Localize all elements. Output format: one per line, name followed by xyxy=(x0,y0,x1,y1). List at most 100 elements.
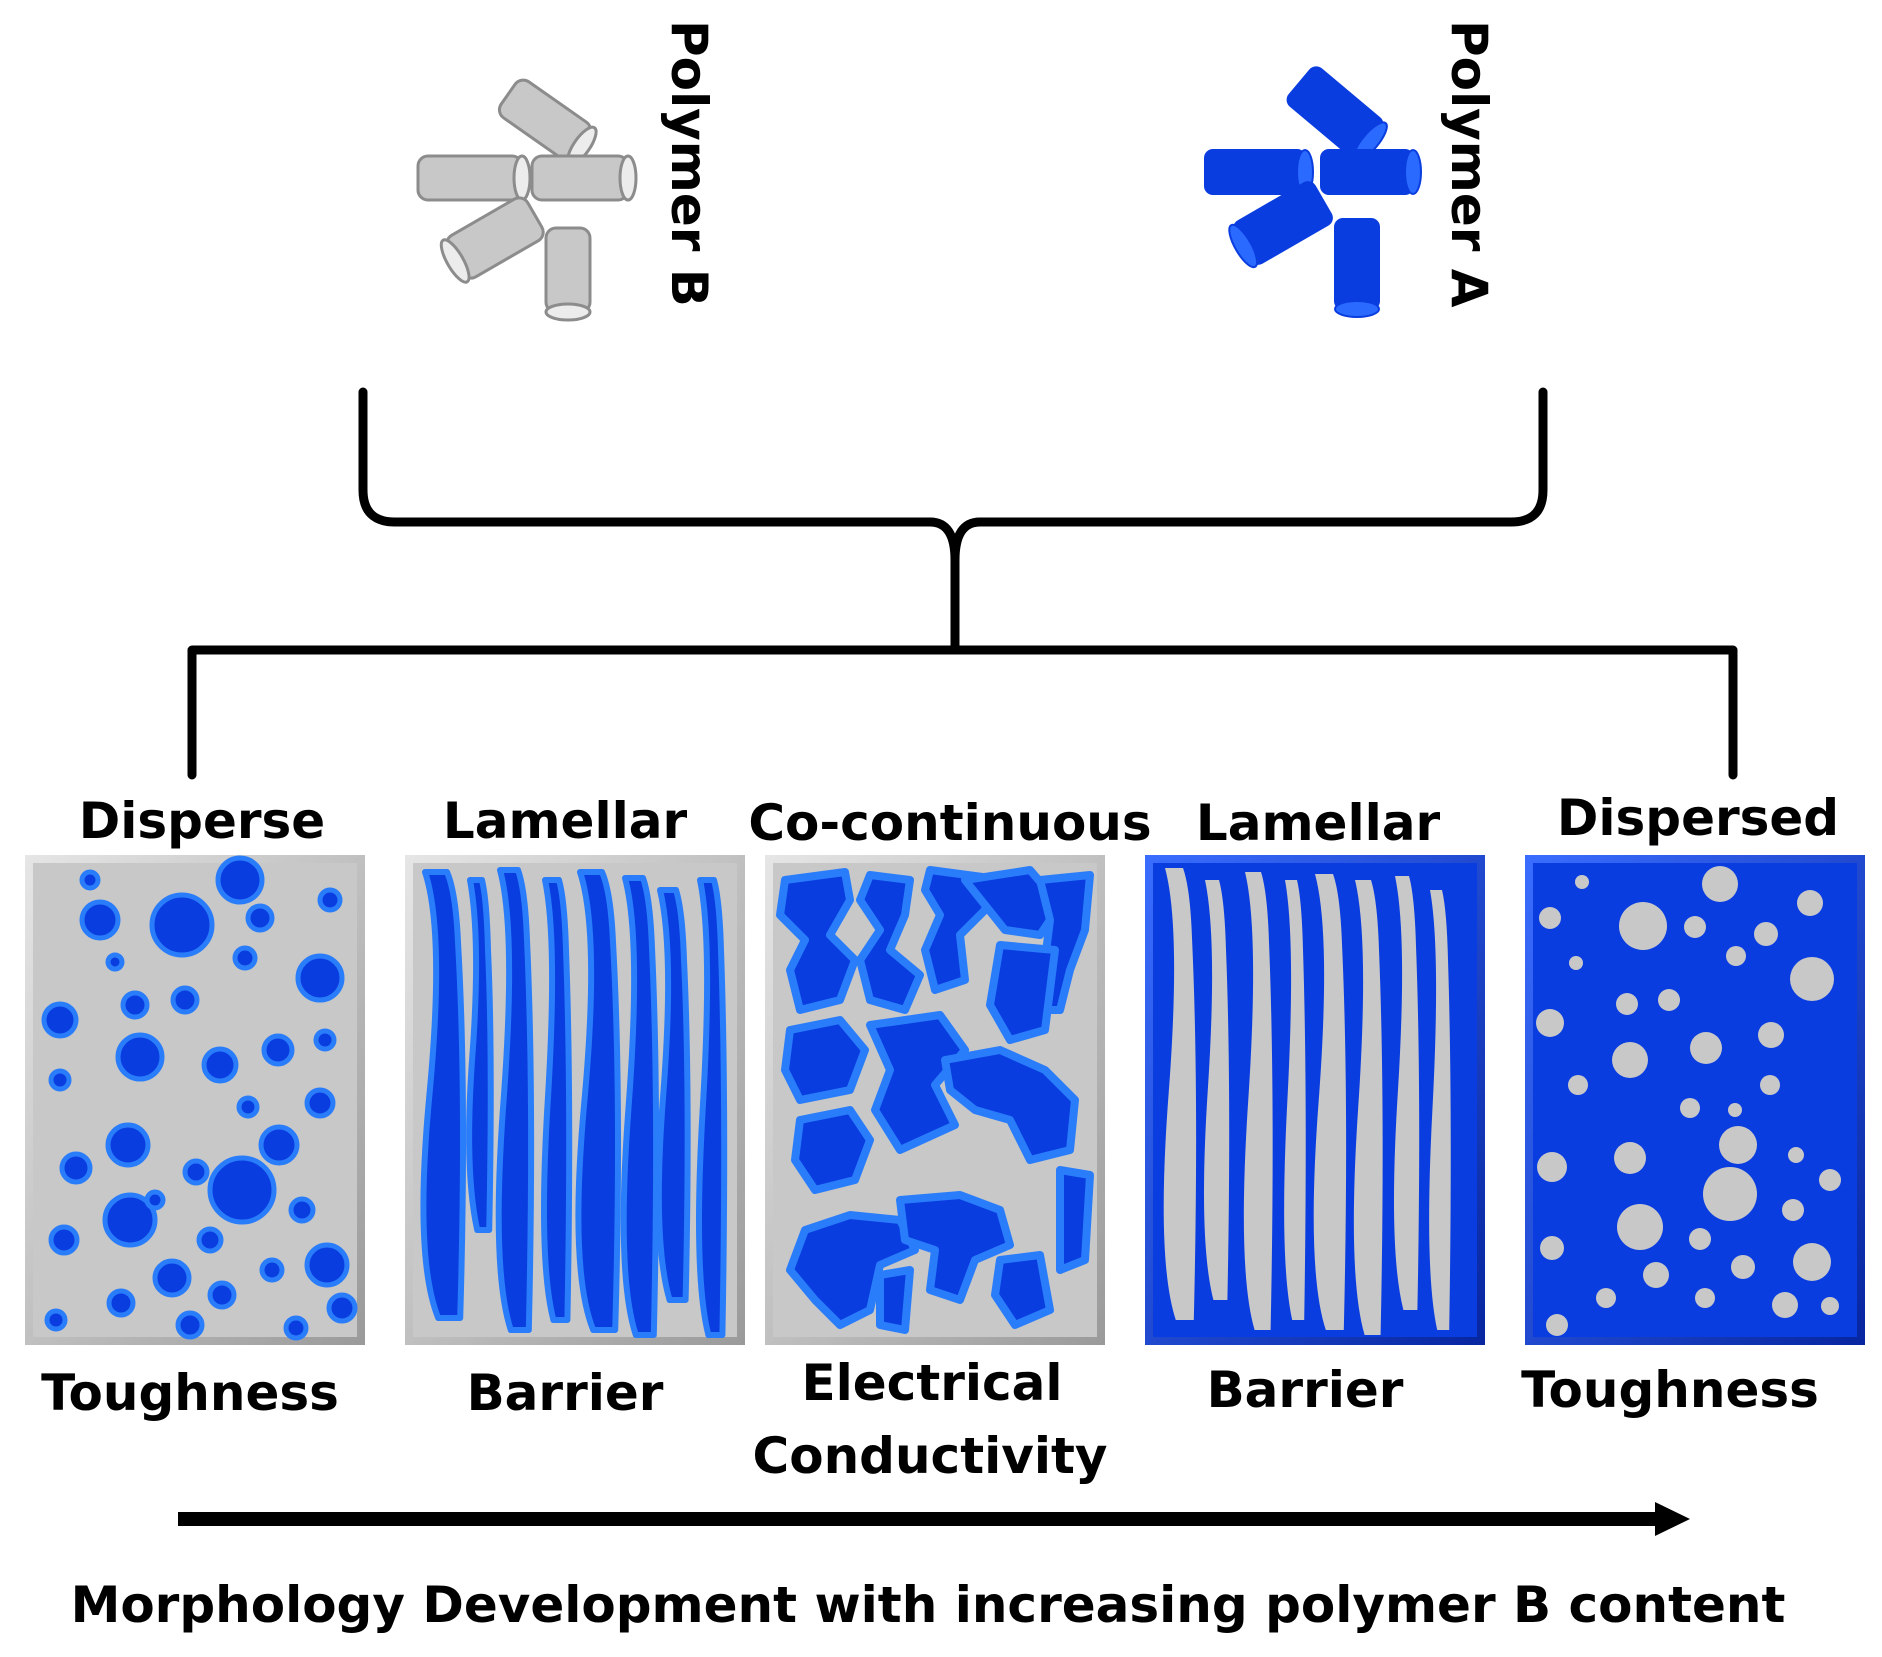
droplet xyxy=(1546,1314,1568,1336)
droplet xyxy=(304,1087,336,1119)
lamella xyxy=(420,869,467,1321)
droplet xyxy=(1726,946,1746,966)
droplet xyxy=(1680,1098,1700,1118)
lamella xyxy=(1284,880,1306,1320)
droplet xyxy=(232,945,258,971)
droplet xyxy=(1728,1103,1742,1117)
droplet xyxy=(1684,916,1706,938)
droplet xyxy=(288,1196,316,1224)
droplet xyxy=(1790,957,1834,1001)
property-conductivity: Conductivity xyxy=(753,1427,1108,1485)
droplet xyxy=(41,1001,79,1039)
droplet xyxy=(44,1308,68,1332)
panel-disperse xyxy=(25,855,365,1345)
droplet xyxy=(1760,1075,1780,1095)
droplet xyxy=(317,887,343,913)
lamella xyxy=(1313,874,1347,1330)
property-barrier-2: Barrier xyxy=(1207,1361,1404,1419)
droplet xyxy=(1690,1032,1722,1064)
lamella xyxy=(620,875,660,1338)
droplet xyxy=(1540,1236,1564,1260)
droplet xyxy=(1575,875,1589,889)
figure-caption: Morphology Development with increasing p… xyxy=(71,1576,1786,1634)
droplet xyxy=(1754,922,1778,946)
droplet xyxy=(1819,1169,1841,1191)
droplet xyxy=(207,1155,277,1225)
droplet xyxy=(1658,989,1680,1011)
lamella xyxy=(1203,880,1230,1300)
droplet xyxy=(1536,1009,1564,1037)
droplet xyxy=(1821,1297,1839,1315)
polymer-a-pellets-icon xyxy=(1204,66,1422,318)
droplet xyxy=(1689,1228,1711,1250)
droplet xyxy=(1793,1243,1831,1281)
droplet xyxy=(1619,902,1667,950)
droplet xyxy=(326,1292,358,1324)
phase-title-lamellar-2: Lamellar xyxy=(1196,794,1441,852)
droplet xyxy=(236,1095,260,1119)
droplet xyxy=(79,899,121,941)
lamella xyxy=(575,869,622,1333)
droplet xyxy=(1782,1199,1804,1221)
droplet xyxy=(1614,1142,1646,1174)
phase-title-disperse: Disperse xyxy=(79,792,325,850)
property-electrical: Electrical xyxy=(801,1354,1062,1412)
droplet xyxy=(196,1226,224,1254)
panel-co-continuous xyxy=(765,855,1105,1345)
panel-dispersed xyxy=(1525,855,1865,1345)
lamella xyxy=(495,867,535,1333)
upper-brace xyxy=(358,387,1548,655)
lamella xyxy=(1393,876,1420,1310)
lamella xyxy=(1163,868,1197,1320)
droplet xyxy=(48,1224,80,1256)
droplet xyxy=(105,952,125,972)
droplet xyxy=(295,953,345,1003)
droplet xyxy=(106,1288,136,1318)
droplet xyxy=(175,1310,205,1340)
droplet xyxy=(102,1192,158,1248)
droplet xyxy=(59,1151,93,1185)
droplet xyxy=(313,1028,337,1052)
droplet xyxy=(283,1315,309,1341)
polymer-b-pellets-icon xyxy=(416,78,638,322)
droplet xyxy=(215,855,265,905)
lamella xyxy=(1353,880,1383,1335)
droplet xyxy=(1695,1288,1715,1308)
lamella xyxy=(695,877,728,1338)
droplet xyxy=(182,1158,210,1186)
panel-lamellar-1 xyxy=(405,855,745,1345)
droplet xyxy=(152,1258,192,1298)
lamella xyxy=(540,877,573,1323)
droplet xyxy=(1797,890,1823,916)
droplet xyxy=(1596,1288,1616,1308)
droplet xyxy=(1539,907,1561,929)
droplet xyxy=(170,985,200,1015)
droplet xyxy=(261,1033,295,1067)
droplet xyxy=(144,1189,166,1211)
property-toughness-1: Toughness xyxy=(41,1364,339,1422)
droplet xyxy=(201,1046,239,1084)
droplet xyxy=(48,1068,72,1092)
phase-title-dispersed: Dispersed xyxy=(1557,789,1839,847)
droplet xyxy=(1617,1204,1663,1250)
phase-title-co-continuous: Co-continuous xyxy=(748,794,1151,852)
droplet xyxy=(1537,1152,1567,1182)
lamella xyxy=(466,877,494,1233)
droplet xyxy=(149,892,215,958)
droplet xyxy=(259,1257,285,1283)
droplet xyxy=(1772,1292,1798,1318)
polymer-b-label: Polymer B xyxy=(660,20,718,307)
droplet xyxy=(1568,1075,1588,1095)
droplet xyxy=(115,1032,165,1082)
droplet xyxy=(207,1280,237,1310)
droplet xyxy=(1569,956,1583,970)
droplet xyxy=(105,1122,151,1168)
droplet xyxy=(245,903,275,933)
droplet xyxy=(1703,1167,1757,1221)
droplet xyxy=(1643,1262,1669,1288)
droplet xyxy=(1702,866,1738,902)
droplet xyxy=(1616,993,1638,1015)
droplet xyxy=(1731,1255,1755,1279)
polymer-a-label: Polymer A xyxy=(1440,20,1498,308)
